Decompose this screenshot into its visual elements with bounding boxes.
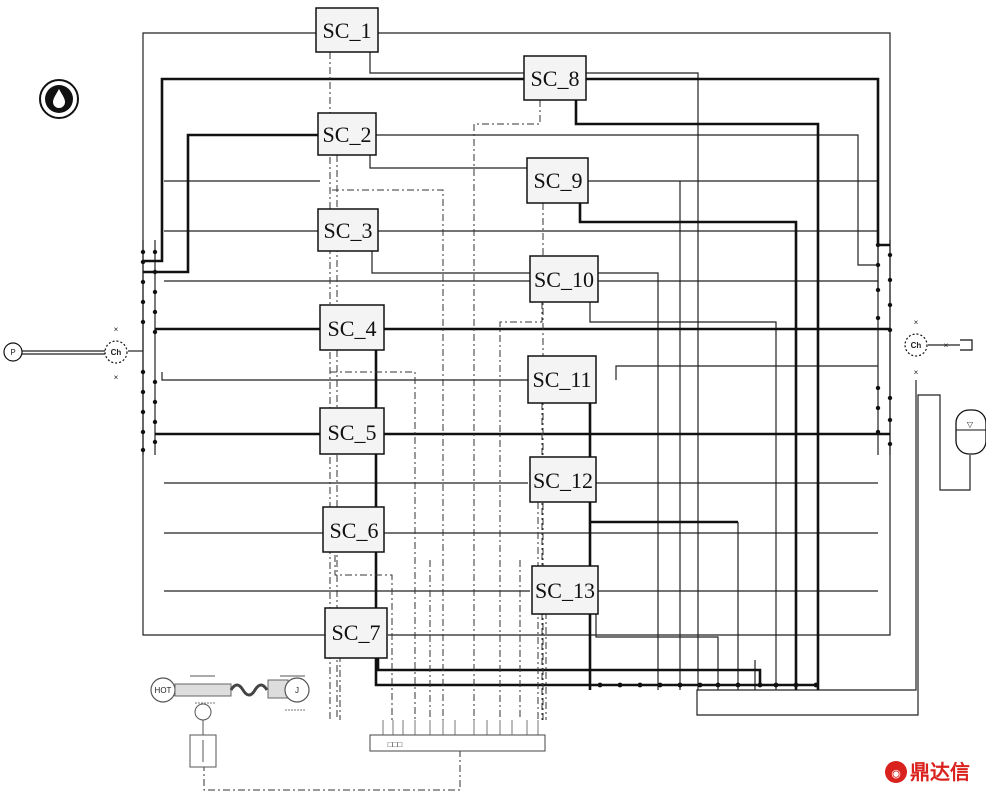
left-chamber-label: Ch (111, 348, 122, 357)
pressure-source: P (3, 342, 23, 362)
block-sc5-label: SC_5 (328, 420, 377, 445)
svg-text:◉: ◉ (891, 768, 901, 780)
block-sc5: SC_5 (319, 407, 385, 455)
tank-symbol: ▽ (967, 420, 974, 429)
watermark-text: 鼎达信 (910, 760, 970, 784)
right-bus-junctions (875, 242, 893, 447)
right-chamber-label: Ch (911, 341, 922, 350)
pressure-source-label: P (10, 348, 15, 357)
load-label: J (295, 686, 299, 695)
motor-label: HOT (155, 686, 172, 695)
block-sc7-label: SC_7 (332, 620, 381, 645)
block-sc13: SC_13 (531, 565, 599, 615)
block-sc12: SC_12 (529, 456, 597, 503)
watermark: ◉ 鼎达信 (885, 760, 970, 784)
svg-text:×: × (914, 368, 919, 377)
svg-text:×: × (944, 341, 949, 350)
left-chamber: Ch × × (104, 325, 128, 382)
block-sc13-label: SC_13 (535, 578, 595, 603)
controller: □□□ (369, 720, 546, 752)
block-sc2: SC_2 (317, 112, 377, 156)
svg-text:×: × (114, 373, 119, 382)
block-sc9-label: SC_9 (534, 168, 583, 193)
block-sc12-label: SC_12 (533, 468, 593, 493)
block-sc4: SC_4 (319, 304, 385, 351)
block-sc7: SC_7 (324, 607, 388, 659)
bottom-junctions (597, 682, 819, 688)
block-sc11: SC_11 (527, 355, 597, 404)
left-bus-junctions (140, 249, 158, 453)
block-sc8: SC_8 (523, 55, 587, 101)
motor-assembly: HOT J (150, 675, 310, 768)
block-sc1: SC_1 (315, 7, 379, 53)
svg-text:×: × (914, 318, 919, 327)
block-sc9: SC_9 (526, 157, 589, 204)
block-sc2-label: SC_2 (323, 122, 372, 147)
thin-lines (22, 32, 971, 716)
block-sc6: SC_6 (322, 506, 385, 553)
block-sc10: SC_10 (529, 255, 599, 303)
sc-blocks: SC_1 SC_2 SC_3 SC_4 SC_5 SC_6 SC_7 SC_8 (315, 7, 599, 659)
block-sc1-label: SC_1 (323, 18, 372, 43)
oil-drop-icon (39, 79, 79, 119)
thick-lines (143, 77, 890, 690)
block-sc8-label: SC_8 (531, 66, 580, 91)
right-chamber: Ch × × × (904, 318, 973, 377)
block-sc11-label: SC_11 (532, 367, 591, 392)
block-sc10-label: SC_10 (534, 267, 594, 292)
block-sc3-label: SC_3 (324, 218, 373, 243)
accumulator: ▽ (955, 409, 986, 455)
controller-label: □□□ (388, 740, 403, 749)
block-sc3: SC_3 (317, 208, 379, 252)
block-sc6-label: SC_6 (330, 518, 379, 543)
svg-text:×: × (114, 325, 119, 334)
block-sc4-label: SC_4 (328, 316, 377, 341)
